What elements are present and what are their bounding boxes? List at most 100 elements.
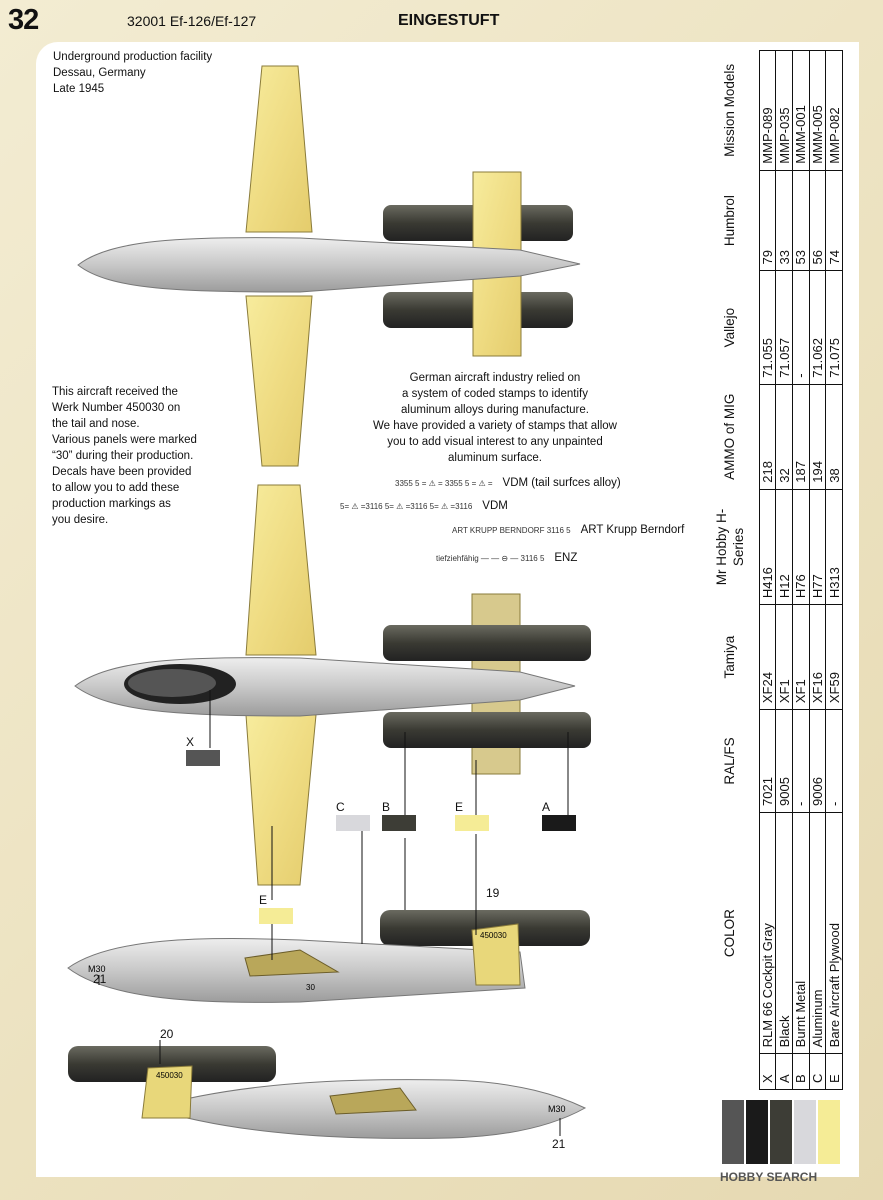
cockpit-interior	[128, 669, 216, 697]
stamp-code: 5= ⚠ =3116 5= ⚠ =3116 5= ⚠ =3116	[340, 501, 473, 511]
table-cell: 7021	[759, 709, 776, 813]
table-header: AMMO of MIG	[722, 393, 738, 480]
table-header: Tamiya	[722, 635, 738, 679]
table-header: Mission Models	[722, 63, 738, 157]
watermark: HOBBY SEARCH	[720, 1170, 818, 1184]
table-header-row: COLOR RAL/FS Tamiya Mr Hobby H-Series AM…	[701, 51, 759, 1090]
nose-marking: M30	[88, 964, 106, 974]
table-cell: H77	[809, 489, 826, 605]
paint-table-rotated: COLOR RAL/FS Tamiya Mr Hobby H-Series AM…	[701, 50, 843, 1090]
chip-b	[770, 1100, 792, 1164]
table-cell: 79	[759, 170, 776, 271]
nose-marking: M30	[548, 1104, 566, 1114]
table-cell: H76	[792, 489, 810, 605]
table-cell: 38	[825, 384, 843, 490]
table-cell: 187	[792, 384, 810, 490]
stamp-code: ART KRUPP BERNDORF 3116 5	[452, 525, 571, 535]
table-cell: 71.075	[825, 270, 843, 385]
werk-number-note: This aircraft received the Werk Number 4…	[52, 384, 197, 528]
table-cell: 56	[809, 170, 826, 271]
note-line: you desire.	[52, 514, 109, 526]
table-cell: H313	[825, 489, 843, 605]
swatch-c	[336, 815, 370, 831]
callout-21-right: 21	[93, 972, 107, 986]
side-view-left: 450030 M30	[68, 1046, 587, 1139]
note-line: production markings as	[52, 498, 171, 510]
swatch-b	[382, 815, 416, 831]
table-cell: 9005	[775, 709, 793, 813]
table-cell: 9006	[809, 709, 826, 813]
table-header: Vallejo	[722, 307, 738, 348]
table-cell: Black	[775, 812, 793, 1054]
table-header	[701, 1054, 759, 1090]
side-wing-root	[244, 949, 340, 977]
panel-number: 30	[306, 983, 315, 992]
leader-lines	[98, 690, 569, 1136]
swatch-a	[542, 815, 576, 831]
table-cell: Bare Aircraft Plywood	[825, 812, 843, 1054]
note-line: aluminum alloys during manufacture.	[401, 404, 589, 416]
chip-e	[818, 1100, 840, 1164]
bottom-jet-upper	[383, 625, 591, 661]
swatch-e-side	[259, 908, 293, 924]
page-header: 32 32001 Ef-126/Ef-127 EINGESTUFT	[0, 0, 883, 42]
bottom-wing-upper	[245, 484, 317, 656]
table-cell: XF59	[825, 604, 843, 710]
table-cell: 194	[809, 384, 826, 490]
note-line: German aircraft industry relied on	[409, 372, 581, 384]
callout-e-side: E	[259, 893, 268, 907]
chip-a	[746, 1100, 768, 1164]
bottom-wing-lower	[245, 714, 317, 886]
table-cell: MMP-082	[825, 50, 843, 171]
bottom-view	[74, 484, 591, 886]
stamp-art-krupp: ART KRUPP BERNDORF 3116 5 ART Krupp Bern…	[452, 524, 684, 536]
table-row: B Burnt Metal - XF1 H76 187 - 53 MMM-001	[792, 50, 810, 1090]
bottom-jet-lower	[383, 712, 591, 748]
callout-a: A	[542, 800, 551, 814]
top-wing-upper	[245, 65, 313, 233]
page-number: 32	[8, 4, 39, 36]
note-line: you to add visual interest to any unpain…	[387, 436, 603, 448]
callout-21-left: 21	[552, 1137, 566, 1151]
table-cell: X	[759, 1053, 776, 1090]
note-line: aluminum surface.	[448, 452, 542, 464]
table-row: C Aluminum 9006 XF16 H77 194 71.062 56 M…	[809, 50, 826, 1090]
note-line: Werk Number 450030 on	[52, 402, 181, 414]
table-row: A Black 9005 XF1 H12 32 71.057 33 MMP-03…	[775, 50, 793, 1090]
table-cell: B	[792, 1053, 810, 1090]
table-cell: 32	[775, 384, 793, 490]
table-cell: E	[825, 1053, 843, 1090]
page-title: EINGESTUFT	[398, 12, 500, 29]
callout-19: 19	[486, 886, 500, 900]
table-header: Humbrol	[722, 195, 738, 247]
table-cell: H416	[759, 489, 776, 605]
table-cell: XF1	[775, 604, 793, 710]
paint-table-wrap: COLOR RAL/FS Tamiya Mr Hobby H-Series AM…	[701, 50, 843, 1090]
table-cell: Burnt Metal	[792, 812, 810, 1054]
stamp-label: VDM	[482, 500, 508, 512]
location-line: Underground production facility	[53, 51, 213, 63]
stamp-vdm-tail: 3355 5 = ⚠ = 3355 5 = ⚠ = VDM (tail surf…	[395, 477, 621, 489]
note-line: to allow you to add these	[52, 482, 180, 494]
note-line: This aircraft received the	[52, 386, 178, 398]
table-cell: 53	[792, 170, 810, 271]
table-cell: 71.055	[759, 270, 776, 385]
top-view	[77, 65, 581, 467]
tail-marking: 450030	[480, 931, 507, 940]
table-cell: XF1	[792, 604, 810, 710]
side2-wing-root	[329, 1087, 417, 1115]
chip-x	[722, 1100, 744, 1164]
stamp-label: VDM (tail surfces alloy)	[502, 477, 621, 489]
table-cell: MMP-035	[775, 50, 793, 171]
callout-e: E	[455, 800, 464, 814]
note-line: a system of coded stamps to identify	[401, 388, 588, 400]
stamps-note: German aircraft industry relied on a sys…	[360, 370, 630, 466]
table-cell: H12	[775, 489, 793, 605]
swatch-e	[455, 815, 489, 831]
note-line: We have provided a variety of stamps tha…	[373, 420, 617, 432]
table-cell: -	[825, 709, 843, 813]
aircraft-illustrations: 450030 M30 30 450030 M30	[67, 65, 591, 1139]
table-cell: XF16	[809, 604, 826, 710]
stamp-code: 3355 5 = ⚠ = 3355 5 = ⚠ =	[395, 478, 493, 488]
